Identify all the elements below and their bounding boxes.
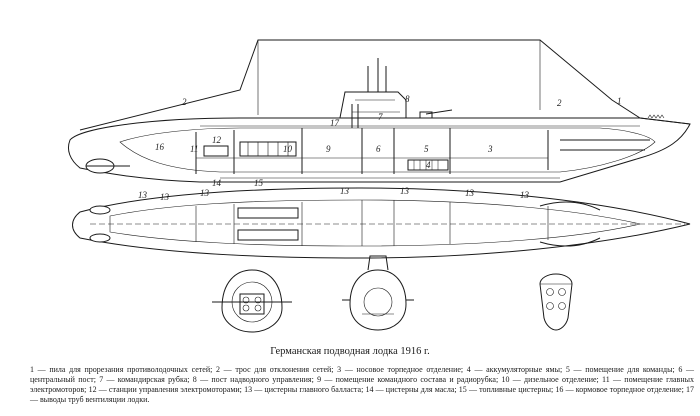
label-10: 10: [283, 144, 293, 154]
label-13-g: 13: [160, 192, 170, 202]
label-13-d: 13: [400, 186, 410, 196]
plan-view: 13 13 13 13 13 13 13 14 15: [72, 178, 691, 259]
label-17: 17: [330, 118, 340, 128]
label-4: 4: [426, 160, 431, 170]
cross-section-stern: [212, 269, 292, 333]
net-cable: [79, 39, 641, 131]
cross-section-mid: [342, 255, 414, 331]
label-3: 3: [487, 144, 493, 154]
label-13-f: 13: [520, 190, 530, 200]
side-elevation: 1 2 2 3 4 5 6 7 8 9 10 11 12 16 17: [67, 39, 691, 183]
submarine-drawing: 1 2 2 3 4 5 6 7 8 9 10 11 12 16 17: [67, 39, 691, 333]
label-13-e: 13: [465, 188, 475, 198]
cross-section-bow: [539, 273, 573, 331]
figure-legend: 1 — пила для прорезания противолодочных …: [30, 365, 694, 404]
label-1: 1: [617, 96, 622, 106]
label-13-b: 13: [200, 188, 210, 198]
label-8: 8: [405, 94, 410, 104]
label-9: 9: [326, 144, 331, 154]
label-13-a: 13: [138, 190, 148, 200]
label-2-stern: 2: [182, 97, 187, 107]
label-12: 12: [212, 135, 222, 145]
label-6: 6: [376, 144, 381, 154]
label-2-bow: 2: [557, 98, 562, 108]
hull-side: [67, 117, 691, 183]
label-7: 7: [378, 112, 383, 122]
label-16: 16: [155, 142, 165, 152]
label-11: 11: [190, 144, 198, 154]
label-14: 14: [212, 178, 222, 188]
label-5: 5: [424, 144, 429, 154]
hull-plan: [72, 187, 691, 259]
label-15: 15: [254, 178, 264, 188]
label-13-c: 13: [340, 186, 350, 196]
figure-caption: Германская подводная лодка 1916 г.: [270, 346, 430, 357]
